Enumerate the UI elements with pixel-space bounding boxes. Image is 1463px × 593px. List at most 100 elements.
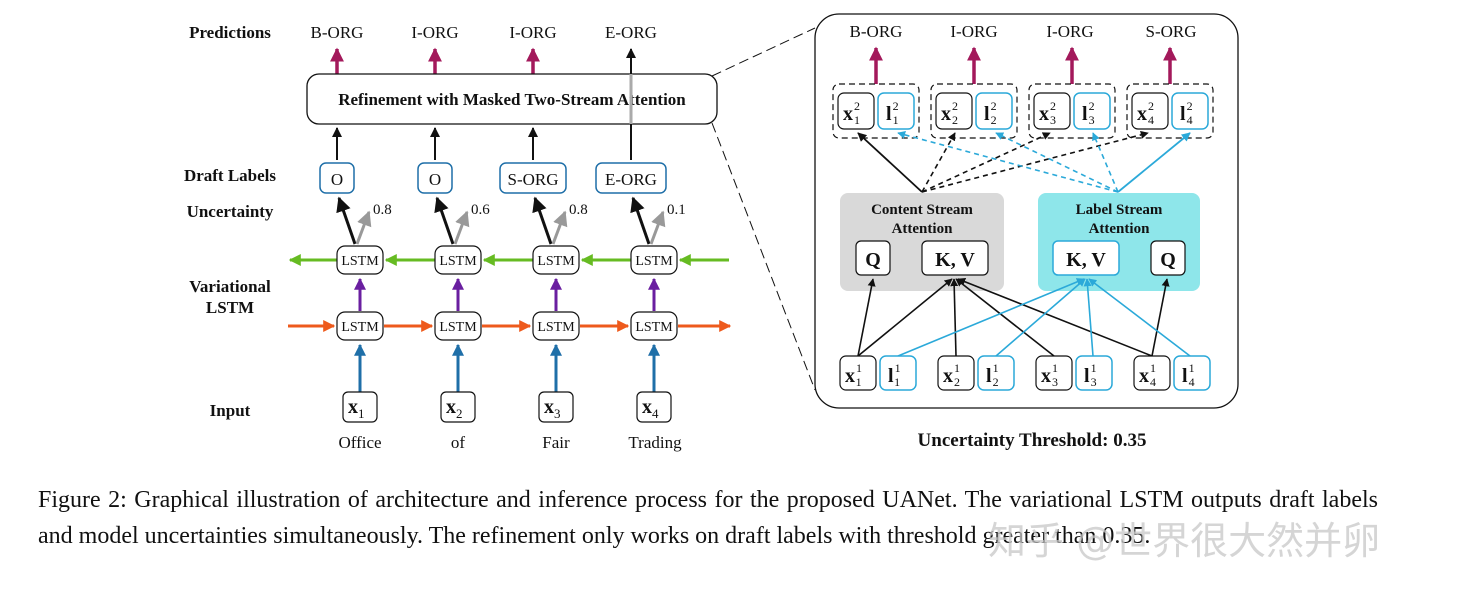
draft-box-3 [499, 162, 567, 194]
input-symbol-2: x2 [446, 396, 463, 421]
lstm-label: LSTM [341, 320, 379, 335]
label-kv-label: K, V [1066, 249, 1106, 271]
content-stream-subtitle: Attention [892, 221, 953, 237]
x3-to-content-kv-arrow [955, 278, 1055, 357]
figure-caption: Figure 2: Graphical illustration of arch… [38, 487, 1378, 549]
zoom-line-top [711, 27, 816, 77]
content-to-x1-arrow [857, 132, 923, 193]
content-to-x2-arrow [921, 132, 956, 193]
content-kv-box [921, 240, 989, 276]
uncertainty-arrow-3 [551, 210, 568, 245]
output-group-1 [832, 83, 920, 139]
input-box-3 [538, 391, 574, 423]
draft-label-2: O [429, 170, 441, 189]
x2-to-content-kv-arrow [950, 278, 959, 357]
uncertainty-row-label: Uncertainty [187, 202, 274, 221]
draft-labels-row-label: Draft Labels [184, 166, 276, 185]
uncertainty-value-2: 0.6 [471, 202, 490, 218]
bottom-l-box-3 [1075, 355, 1113, 391]
prediction-label-2: I-ORG [411, 23, 458, 42]
top-x-box-2 [935, 92, 973, 130]
draft-label-4: E-ORG [605, 170, 657, 189]
input-symbol-1: x1 [348, 396, 365, 421]
label-to-l2-arrow [995, 132, 1119, 193]
content-stream-title: Content Stream [871, 202, 973, 218]
label-to-l1-arrow [897, 131, 1119, 193]
bottom-x-box-3 [1035, 355, 1073, 391]
draft-box-2 [417, 162, 453, 194]
uncertainty-value-1: 0.8 [373, 202, 392, 218]
uncertainty-arrow-1 [355, 210, 372, 245]
top-x-box-4 [1131, 92, 1169, 130]
label-stream-title: Label Stream [1076, 202, 1163, 218]
uncertainty-arrow-4 [649, 210, 666, 245]
input-word-3: Fair [542, 433, 570, 452]
bottom-x-box-2 [937, 355, 975, 391]
lstm-cell-lower-4 [630, 311, 678, 341]
input-symbol-4: x4 [642, 396, 659, 421]
x4-to-content-kv-arrow [957, 277, 1153, 357]
input-word-1: Office [338, 433, 381, 452]
refined-prediction-4: S-ORG [1145, 22, 1196, 41]
refined-prediction-2: I-ORG [950, 22, 997, 41]
lstm-cell-upper-2 [434, 245, 482, 275]
draft-label-3: S-ORG [507, 170, 558, 189]
output-group-4 [1126, 83, 1214, 139]
bottom-l-box-4 [1173, 355, 1211, 391]
lstm-to-draft-arrow-2 [434, 196, 455, 245]
label-q-box [1150, 240, 1186, 276]
prediction-label-1: B-ORG [311, 23, 364, 42]
lstm-label: LSTM [537, 254, 575, 269]
top-l-box-4 [1171, 92, 1209, 130]
label-stream-subtitle: Attention [1089, 221, 1150, 237]
lstm-label: LSTM [635, 320, 673, 335]
l1-to-label-kv-arrow [897, 278, 1085, 357]
label-to-l4-arrow [1117, 132, 1191, 193]
variational-row-label-2: LSTM [206, 298, 254, 317]
input-word-4: Trading [628, 433, 682, 452]
draft-box-4 [595, 162, 667, 194]
lstm-to-draft-arrow-1 [336, 196, 357, 245]
content-to-x3-arrow [921, 132, 1051, 193]
refined-prediction-1: B-ORG [850, 22, 903, 41]
x4-to-label-q-arrow [1151, 278, 1170, 357]
l4-to-label-kv-arrow [1088, 278, 1191, 357]
input-row-label: Input [210, 401, 251, 420]
bottom-x-box-1 [839, 355, 877, 391]
refinement-label: Refinement with Masked Two-Stream Attent… [338, 90, 686, 109]
content-to-x4-arrow [921, 130, 1149, 193]
l2-to-label-kv-arrow [995, 278, 1086, 357]
zoom-line-bottom [711, 122, 816, 391]
lstm-to-draft-arrow-3 [532, 196, 553, 245]
watermark: 知乎 @世界很大然并卵 [988, 519, 1381, 563]
top-x-box-1 [837, 92, 875, 130]
content-q-label: Q [865, 249, 881, 271]
lstm-label: LSTM [439, 254, 477, 269]
output-group-2 [930, 83, 1018, 139]
lstm-cell-lower-3 [532, 311, 580, 341]
lstm-label: LSTM [635, 254, 673, 269]
lstm-label: LSTM [537, 320, 575, 335]
label-q-label: Q [1160, 249, 1176, 271]
top-x-box-3 [1033, 92, 1071, 130]
draft-box-1 [319, 162, 355, 194]
top-l-box-3 [1073, 92, 1111, 130]
top-l-box-2 [975, 92, 1013, 130]
predictions-row-label: Predictions [189, 23, 271, 42]
input-box-1 [342, 391, 378, 423]
input-word-2: of [451, 433, 466, 452]
